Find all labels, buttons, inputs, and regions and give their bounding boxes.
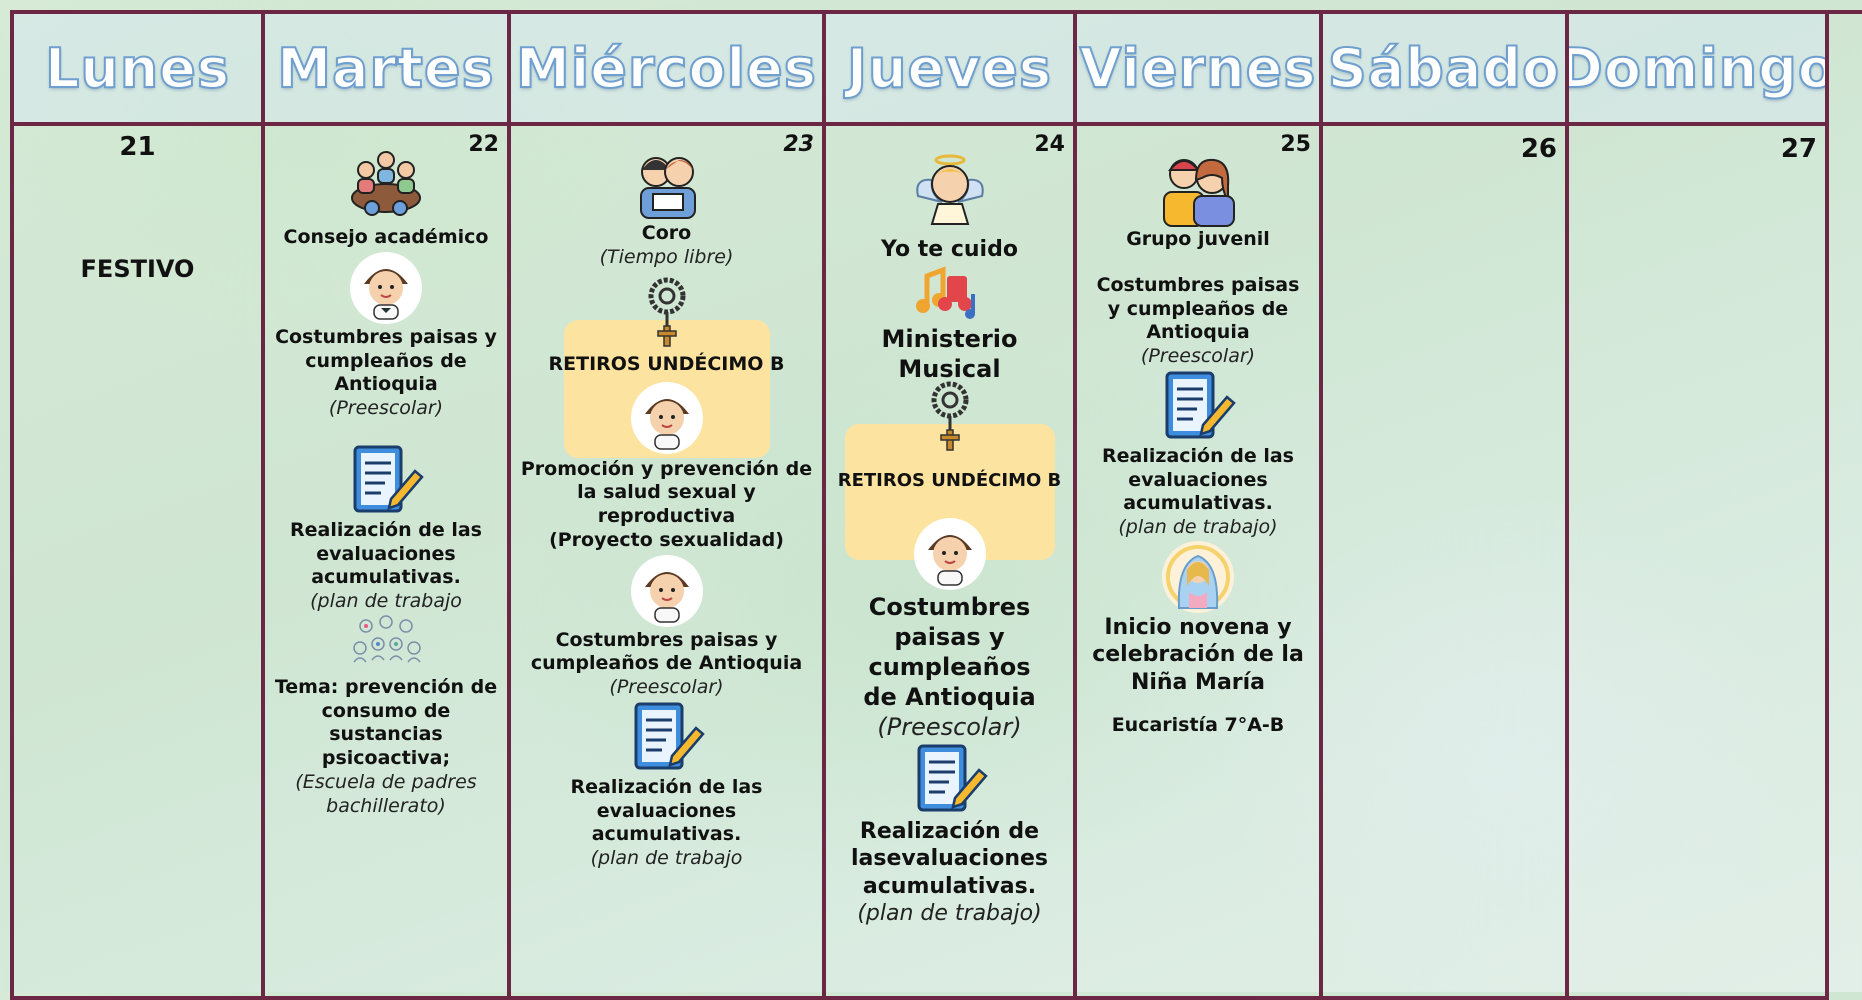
header-label: Lunes (44, 36, 231, 101)
consejo-label: Consejo académico (283, 226, 489, 248)
header-label: Jueves (846, 36, 1053, 101)
yo-te-cuido-label: Yo te cuido (881, 237, 1018, 262)
day-number: 25 (1280, 132, 1311, 157)
preescolar-label: (Preescolar) (328, 397, 444, 419)
rosary-icon (648, 277, 685, 347)
day-cell-lunes: 21 FESTIVO (14, 126, 265, 1000)
coro-label: Coro (641, 222, 692, 244)
plan-label: (plan de trabajo) (1118, 516, 1278, 538)
retiros-label: RETIROS UNDÉCIMO B (837, 470, 1062, 492)
day-number: 21 (119, 132, 156, 162)
document-pencil-icon (634, 702, 705, 770)
realizacion-label: Realización de las evaluaciones acumulat… (290, 518, 482, 589)
header-martes: Martes (265, 14, 511, 126)
header-jueves: Jueves (826, 14, 1077, 126)
ministerio-label: Ministerio Musical (881, 324, 1018, 383)
header-viernes: Viernes (1077, 14, 1323, 126)
realizacion-label: Realización de las evaluaciones acumulat… (570, 775, 763, 846)
header-label: Sábado (1327, 36, 1561, 101)
header-label: Miércoles (515, 36, 817, 101)
retiros-box: RETIROS UNDÉCIMO B (549, 277, 785, 458)
festivo-label: FESTIVO (80, 255, 195, 283)
plan-label: (plan de trabajo (310, 590, 462, 612)
day-cell-martes: 22 Consejo académico Costumbres paisas y… (265, 126, 511, 1000)
preescolar-label: (Preescolar) (877, 712, 1022, 741)
grupo-juvenil-label: Grupo juvenil (1126, 228, 1270, 250)
crowd-icon (353, 615, 421, 663)
day-cell-domingo: 27 (1569, 126, 1829, 1000)
day-number: 26 (1520, 134, 1557, 164)
day-cell-sabado: 26 (1323, 126, 1569, 1000)
header-label: Viernes (1079, 36, 1317, 101)
day-cell-miercoles: 23 Coro (Tiempo libre) RETIROS UNDÉCIMO … (511, 126, 826, 1000)
day-number: 22 (468, 132, 499, 157)
realizacion-label: Realización de lasevaluaciones acumulati… (850, 818, 1048, 899)
tema-label: Tema: prevención de consumo de sustancia… (274, 675, 498, 769)
tiempo-libre-label: (Tiempo libre) (599, 245, 734, 268)
header-domingo: Domingo (1569, 14, 1829, 126)
angel-icon (915, 154, 984, 225)
escuela-label: (Escuela de padres bachillerato) (295, 770, 477, 817)
document-pencil-icon (917, 744, 988, 811)
header-label: Martes (276, 36, 495, 101)
header-miercoles: Miércoles (511, 14, 826, 126)
child-avatar-icon (350, 251, 422, 324)
document-pencil-icon (1165, 371, 1236, 439)
preescolar-label: (Preescolar) (1140, 345, 1256, 367)
header-label: Domingo (1569, 36, 1829, 101)
child-avatar-icon (630, 554, 703, 627)
day-number: 24 (1034, 132, 1065, 157)
plan-label: (plan de trabajo) (857, 901, 1042, 926)
header-lunes: Lunes (14, 14, 265, 126)
document-pencil-icon (353, 445, 424, 513)
rosary-icon (931, 381, 968, 451)
costumbres-label: Costumbres paisas y cumpleaños de Antioq… (863, 592, 1036, 711)
youth-group-icon (1163, 158, 1235, 227)
day-number: 27 (1780, 134, 1817, 164)
realizacion-label: Realización de las evaluaciones acumulat… (1102, 444, 1294, 515)
costumbres-label: Costumbres paisas y cumpleaños de Antioq… (275, 325, 497, 396)
music-notes-icon (915, 265, 975, 319)
child-avatar-icon (630, 382, 703, 455)
costumbres-label: Costumbres paisas y cumpleaños de Antioq… (1096, 273, 1300, 344)
day-cell-viernes: 25 Grupo juvenil Costumbres paisas y cum… (1077, 126, 1323, 1000)
proyecto-label: (Proyecto sexualidad) (549, 528, 784, 551)
choir-icon (639, 157, 696, 219)
day-number: 23 (783, 132, 814, 157)
calendar-grid: Lunes Martes Miércoles Jueves Viernes Sá… (10, 10, 1862, 1000)
preescolar-label: (Preescolar) (609, 676, 724, 698)
retiros-label: RETIROS UNDÉCIMO B (548, 352, 785, 375)
virgin-mary-icon (1162, 540, 1234, 613)
plan-label: (plan de trabajo (590, 847, 743, 869)
promocion-label: Promoción y prevención de la salud sexua… (520, 457, 813, 528)
costumbres-label: Costumbres paisas y cumpleaños de Antioq… (530, 628, 803, 675)
child-avatar-icon (913, 517, 986, 590)
header-sabado: Sábado (1323, 14, 1569, 126)
day-cell-jueves: 24 Yo te cuido Ministerio Musical (826, 126, 1077, 1000)
novena-label: Inicio novena y celebración de la Niña M… (1092, 614, 1304, 695)
eucaristia-label: Eucaristía 7°A-B (1111, 714, 1285, 737)
meeting-icon (351, 151, 421, 216)
